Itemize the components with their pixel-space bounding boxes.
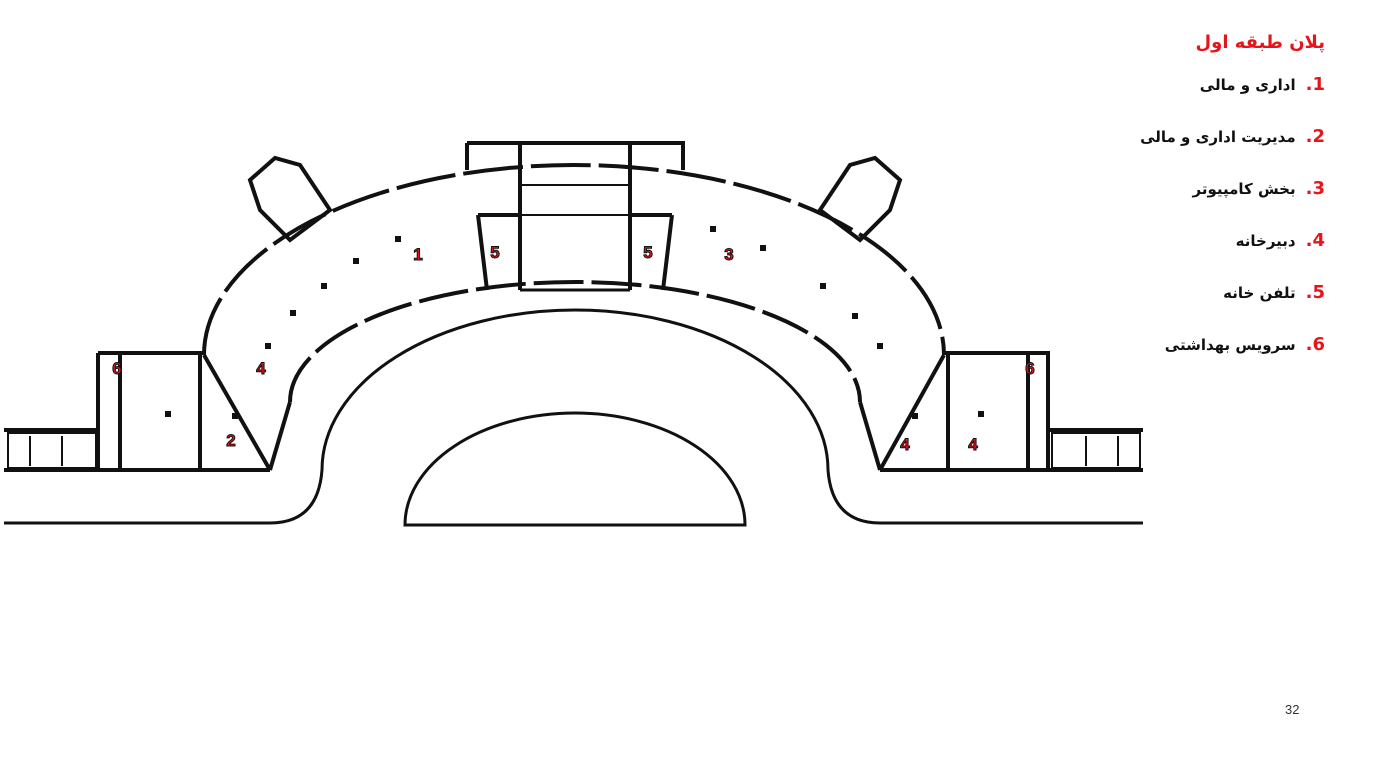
room-label: 5: [643, 243, 652, 262]
legend-item: 4. دبیرخانه: [1140, 227, 1325, 279]
legend-number: 1.: [1305, 74, 1325, 95]
inner-wall: [288, 280, 862, 403]
slide-title: پلان طبقه اول: [1195, 32, 1325, 53]
legend-item: 6. سرویس بهداشتی: [1140, 331, 1325, 383]
room-label: 5: [490, 243, 499, 262]
legend: پلان طبقه اول 1. اداری و مالی 2. مدیریت اد…: [1140, 32, 1325, 383]
legend-number: 6.: [1305, 334, 1325, 355]
outer-wall: [202, 163, 946, 356]
legend-label: مدیریت اداری و مالی: [1140, 128, 1296, 146]
floor-plan-drawing: 1 5 5 3 6 4 2 6 4 4: [4, 141, 1143, 527]
legend-number: 5.: [1305, 282, 1325, 303]
legend-label: تلفن خانه: [1223, 284, 1296, 302]
legend-number: 3.: [1305, 178, 1325, 199]
legend-item: 3. بخش کامپیوتر: [1140, 175, 1326, 227]
legend-label: بخش کامپیوتر: [1192, 180, 1296, 198]
legend-label: دبیرخانه: [1235, 232, 1296, 250]
legend-item: 1. اداری و مالی: [1140, 71, 1325, 123]
legend-label: سرویس بهداشتی: [1164, 336, 1296, 354]
room-label: 4: [256, 359, 266, 378]
legend-number: 2.: [1305, 126, 1325, 147]
legend-number: 4.: [1305, 230, 1325, 251]
legend-item: 5. تلفن خانه: [1140, 279, 1325, 331]
page-number: 32: [1285, 702, 1300, 717]
room-label: 4: [900, 435, 910, 454]
room-label: 6: [1025, 359, 1034, 378]
room-label: 3: [724, 245, 733, 264]
room-label: 2: [226, 431, 235, 450]
room-label: 6: [112, 359, 121, 378]
room-label: 4: [968, 435, 978, 454]
room-label: 1: [413, 245, 422, 264]
legend-label: اداری و مالی: [1199, 76, 1296, 94]
legend-item: 2. مدیریت اداری و مالی: [1140, 123, 1325, 175]
